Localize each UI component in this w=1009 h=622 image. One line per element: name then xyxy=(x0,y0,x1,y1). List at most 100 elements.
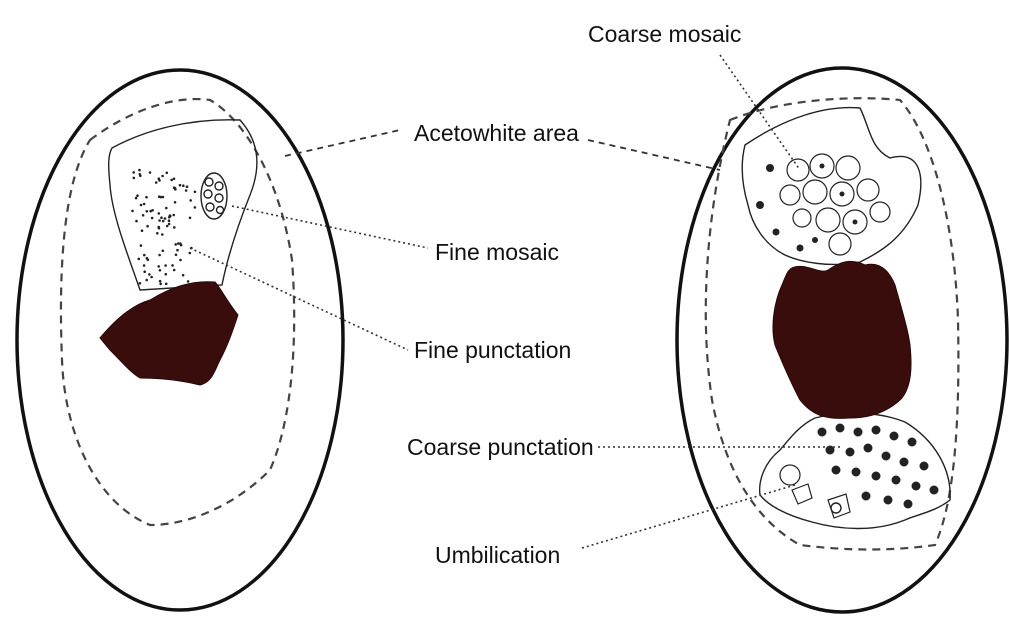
punctation-dot xyxy=(892,476,901,485)
punctation-dot xyxy=(169,214,172,217)
punctation-dot xyxy=(864,444,873,453)
punctation-dot xyxy=(908,438,917,447)
punctation-dot xyxy=(168,223,171,226)
punctation-dot xyxy=(138,258,141,261)
punctation-dot xyxy=(174,243,177,246)
punctation-dot xyxy=(852,468,861,477)
punctation-dot xyxy=(140,204,143,207)
punctation-dot xyxy=(165,273,168,276)
leader-fine-mosaic xyxy=(232,206,428,248)
punctation-dot xyxy=(138,169,141,172)
punctation-dot xyxy=(146,225,149,228)
punctation-dot xyxy=(182,184,185,187)
punctation-dot xyxy=(173,226,176,229)
right-umbilication xyxy=(780,465,850,518)
punctation-dot xyxy=(173,269,176,272)
punctation-dot xyxy=(173,178,176,181)
punctation-dot xyxy=(136,194,139,197)
left-cervix xyxy=(17,70,343,610)
punctation-dot xyxy=(179,184,182,187)
punctation-dot xyxy=(912,482,921,491)
right-coarse-mosaic xyxy=(780,154,890,255)
punctation-dot xyxy=(149,171,152,174)
punctation-dot xyxy=(148,273,151,276)
punctation-dot xyxy=(151,217,154,220)
punctation-dot xyxy=(155,181,158,184)
punctation-dot xyxy=(900,458,909,467)
punctation-dot xyxy=(157,226,160,229)
right-coarse-punctation-dots xyxy=(818,424,939,509)
punctation-dot xyxy=(158,219,161,222)
punctation-dot xyxy=(131,210,134,213)
punctation-dot xyxy=(164,264,167,267)
punctation-dot xyxy=(139,173,142,176)
left-dark-lesion xyxy=(100,282,238,385)
punctation-dot xyxy=(146,210,149,213)
punctation-dot xyxy=(189,199,192,202)
punctation-dot xyxy=(141,229,144,232)
punctation-dot xyxy=(177,242,180,245)
punctation-dot xyxy=(884,496,893,505)
label-fine-punctation: Fine punctation xyxy=(414,337,571,363)
punctation-dot xyxy=(139,282,142,285)
punctation-dot xyxy=(164,217,167,220)
punctation-dot xyxy=(149,210,152,213)
punctation-dot xyxy=(187,280,190,283)
punctation-dot xyxy=(143,264,146,267)
punctation-dot xyxy=(157,265,160,268)
punctation-dot xyxy=(846,448,855,457)
left-fine-punctation-dots xyxy=(131,169,196,285)
punctation-dot xyxy=(194,191,197,194)
punctation-dot xyxy=(159,283,162,286)
punctation-dot xyxy=(165,283,168,286)
punctation-dot xyxy=(170,179,173,182)
right-dark-lesion xyxy=(773,261,911,418)
punctation-dot xyxy=(143,254,146,257)
punctation-dot xyxy=(158,212,161,215)
punctation-dot xyxy=(171,264,174,267)
leader-coarse-mosaic xyxy=(720,55,800,170)
punctation-dot xyxy=(162,250,165,253)
punctation-dot xyxy=(135,197,138,200)
punctation-dot xyxy=(162,220,165,223)
punctation-dot xyxy=(174,188,177,191)
leader-acetowhite-right xyxy=(588,140,720,170)
punctation-dot xyxy=(832,466,841,475)
punctation-dot xyxy=(818,428,827,437)
punctation-dot xyxy=(836,424,845,433)
punctation-dot xyxy=(174,201,177,204)
left-acetowhite-area xyxy=(109,120,257,290)
punctation-dot xyxy=(158,177,161,180)
leader-acetowhite-left xyxy=(285,130,400,156)
punctation-dot xyxy=(165,207,168,210)
punctation-dot xyxy=(145,196,148,199)
punctation-dot xyxy=(143,270,146,273)
punctation-dot xyxy=(145,279,148,282)
punctation-dot xyxy=(159,280,162,283)
punctation-dot xyxy=(166,225,169,228)
punctation-dot xyxy=(159,269,162,272)
punctation-dot xyxy=(150,276,153,279)
punctation-dot xyxy=(930,486,939,495)
punctation-dot xyxy=(872,426,881,435)
punctation-dot xyxy=(176,249,179,252)
right-upper-punctation xyxy=(756,164,818,252)
punctation-dot xyxy=(872,472,881,481)
punctation-dot xyxy=(160,196,163,199)
punctation-dot xyxy=(161,233,164,236)
punctation-dot xyxy=(175,254,178,257)
punctation-dot xyxy=(920,462,929,471)
right-cervix xyxy=(677,68,1007,612)
punctation-dot xyxy=(143,203,146,206)
label-acetowhite-area: Acetowhite area xyxy=(414,120,579,146)
punctation-dot xyxy=(168,219,171,222)
punctation-dot xyxy=(142,214,145,217)
punctation-dot xyxy=(186,185,189,188)
labels: Coarse mosaic Acetowhite area Fine mosai… xyxy=(407,21,741,568)
punctation-dot xyxy=(158,254,161,257)
punctation-dot xyxy=(182,274,185,277)
punctation-dot xyxy=(161,175,164,178)
punctation-dot xyxy=(185,189,188,192)
punctation-dot xyxy=(179,259,182,262)
punctation-dot xyxy=(160,216,163,219)
